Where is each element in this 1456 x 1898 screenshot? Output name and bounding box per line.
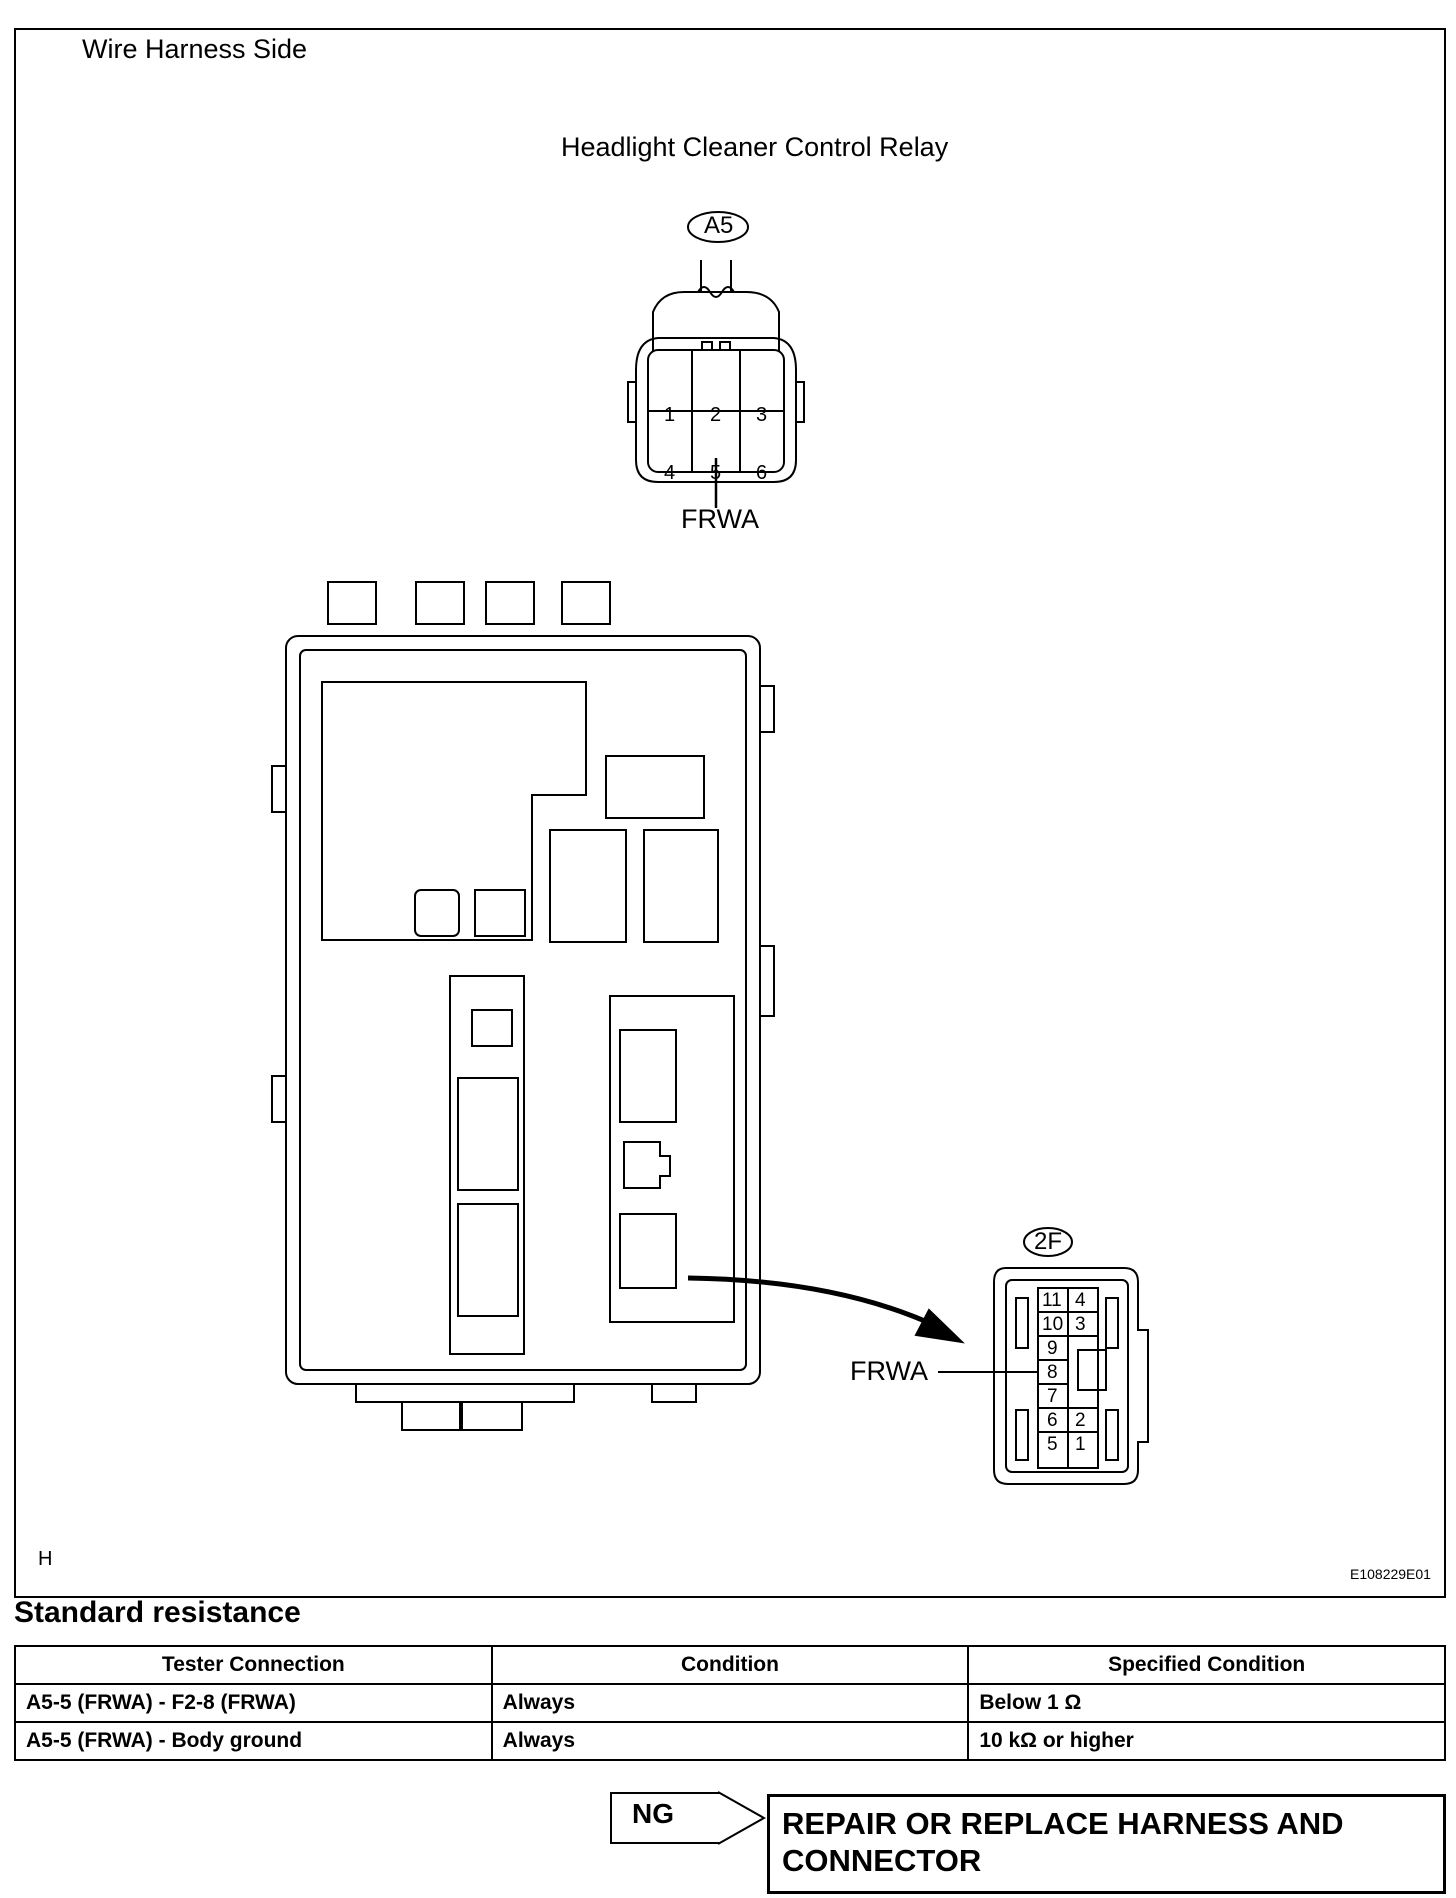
connector-2f-id-ellipse <box>1023 1227 1073 1257</box>
ng-label: NG <box>632 1798 674 1829</box>
figure-code: E108229E01 <box>1350 1566 1431 1582</box>
signal-arrow <box>687 1275 1038 1373</box>
relay-block-drawing <box>271 581 775 1431</box>
table-cell: Always <box>490 1683 970 1723</box>
component-title: Headlight Cleaner Control Relay <box>561 132 949 162</box>
table-cell: 10 kΩ or higher <box>967 1721 1446 1761</box>
ng-arrow-icon <box>717 1791 767 1845</box>
connector-2f-pin-2: 2 <box>1075 1410 1086 1431</box>
table-cell: Always <box>490 1721 970 1761</box>
connector-2f-pin-10: 10 <box>1042 1314 1064 1335</box>
connector-2f-pin-6: 6 <box>1047 1410 1058 1431</box>
connector-2f-signal-label: FRWA <box>850 1356 928 1386</box>
ng-result-box <box>610 1792 720 1844</box>
connector-2f-pin-7: 7 <box>1047 1386 1058 1407</box>
corner-letter: H <box>38 1548 53 1570</box>
connector-a5-id: A5 <box>704 212 734 239</box>
table-header: Tester Connection <box>14 1645 493 1685</box>
diagram-drawing <box>271 211 1149 1485</box>
connector-a5-pin-1: 1 <box>664 404 676 426</box>
table-row: A5-5 (FRWA) - Body ground Always 10 kΩ o… <box>14 1721 1446 1761</box>
connector-a5-pin-3: 3 <box>756 404 768 426</box>
connector-a5-pin-2: 2 <box>710 404 722 426</box>
table-header: Specified Condition <box>967 1645 1446 1685</box>
connector-a5-drawing <box>627 211 1149 1485</box>
connector-2f-pin-5: 5 <box>1047 1434 1058 1455</box>
table-cell: A5-5 (FRWA) - Body ground <box>14 1721 493 1761</box>
connector-2f-outline <box>993 1267 1149 1485</box>
connector-2f-pin-3: 3 <box>1075 1314 1086 1335</box>
connector-2f-pin-8: 8 <box>1047 1362 1058 1383</box>
wire-harness-side-label: Wire Harness Side <box>82 34 308 64</box>
standard-resistance-title: Standard resistance <box>14 1596 301 1629</box>
table-cell: Below 1 Ω <box>967 1683 1446 1723</box>
connector-2f-id: 2F <box>1034 1228 1063 1255</box>
connector-2f-pin-4: 4 <box>1075 1290 1086 1311</box>
connector-2f-pin-9: 9 <box>1047 1338 1058 1359</box>
connector-a5-pin-4: 4 <box>664 462 676 484</box>
table-header: Condition <box>490 1645 970 1685</box>
connector-a5-pin-5: 5 <box>710 462 722 484</box>
connector-a5-id-ellipse <box>687 211 749 243</box>
connector-2f-pin-grid <box>1038 1311 1098 1433</box>
connector-a5-signal-label: FRWA <box>681 504 759 534</box>
table-cell: A5-5 (FRWA) - F2-8 (FRWA) <box>14 1683 493 1723</box>
wiring-diagram-figure: Wire Harness Side Headlight Cleaner Cont… <box>14 28 1446 1598</box>
resistance-table: Tester Connection Condition Specified Co… <box>14 1645 1446 1761</box>
action-box: REPAIR OR REPLACE HARNESS AND CONNECTOR <box>767 1794 1446 1894</box>
connector-a5-pin-6: 6 <box>756 462 768 484</box>
table-row: A5-5 (FRWA) - F2-8 (FRWA) Always Below 1… <box>14 1683 1446 1723</box>
table-header-row: Tester Connection Condition Specified Co… <box>14 1645 1446 1685</box>
connector-2f-pin-1: 1 <box>1075 1434 1086 1455</box>
connector-2f-pin-11: 11 <box>1042 1290 1062 1311</box>
